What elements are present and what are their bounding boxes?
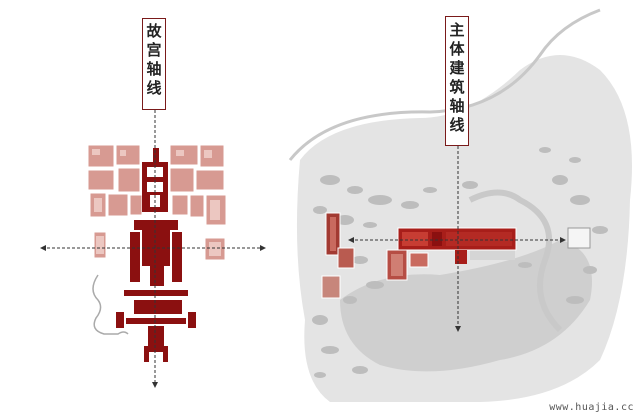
- label-char: 线: [449, 116, 465, 134]
- label-char: 筑: [449, 78, 465, 96]
- central-palaces: [116, 148, 196, 362]
- label-char: 线: [146, 79, 162, 97]
- site-buildings: [321, 212, 517, 299]
- curved-road: [288, 8, 601, 161]
- moat-outline: [92, 274, 129, 335]
- label-char: 轴: [146, 60, 162, 78]
- lake: [340, 240, 592, 372]
- main-building-axis-label: 主 体 建 筑 轴 线: [445, 16, 469, 146]
- site-plan: [288, 8, 632, 402]
- label-char: 建: [449, 59, 465, 77]
- label-char: 轴: [449, 97, 465, 115]
- label-char: 故: [146, 22, 162, 40]
- watermark: www.huajia.cc: [549, 402, 634, 413]
- forbidden-city-plan: [40, 110, 266, 388]
- label-char: 体: [449, 40, 465, 58]
- river: [468, 189, 563, 333]
- label-char: 宫: [146, 41, 162, 59]
- label-char: 主: [449, 21, 465, 39]
- side-building-details: [92, 149, 221, 256]
- forbidden-city-axis-label: 故 宫 轴 线: [142, 18, 166, 110]
